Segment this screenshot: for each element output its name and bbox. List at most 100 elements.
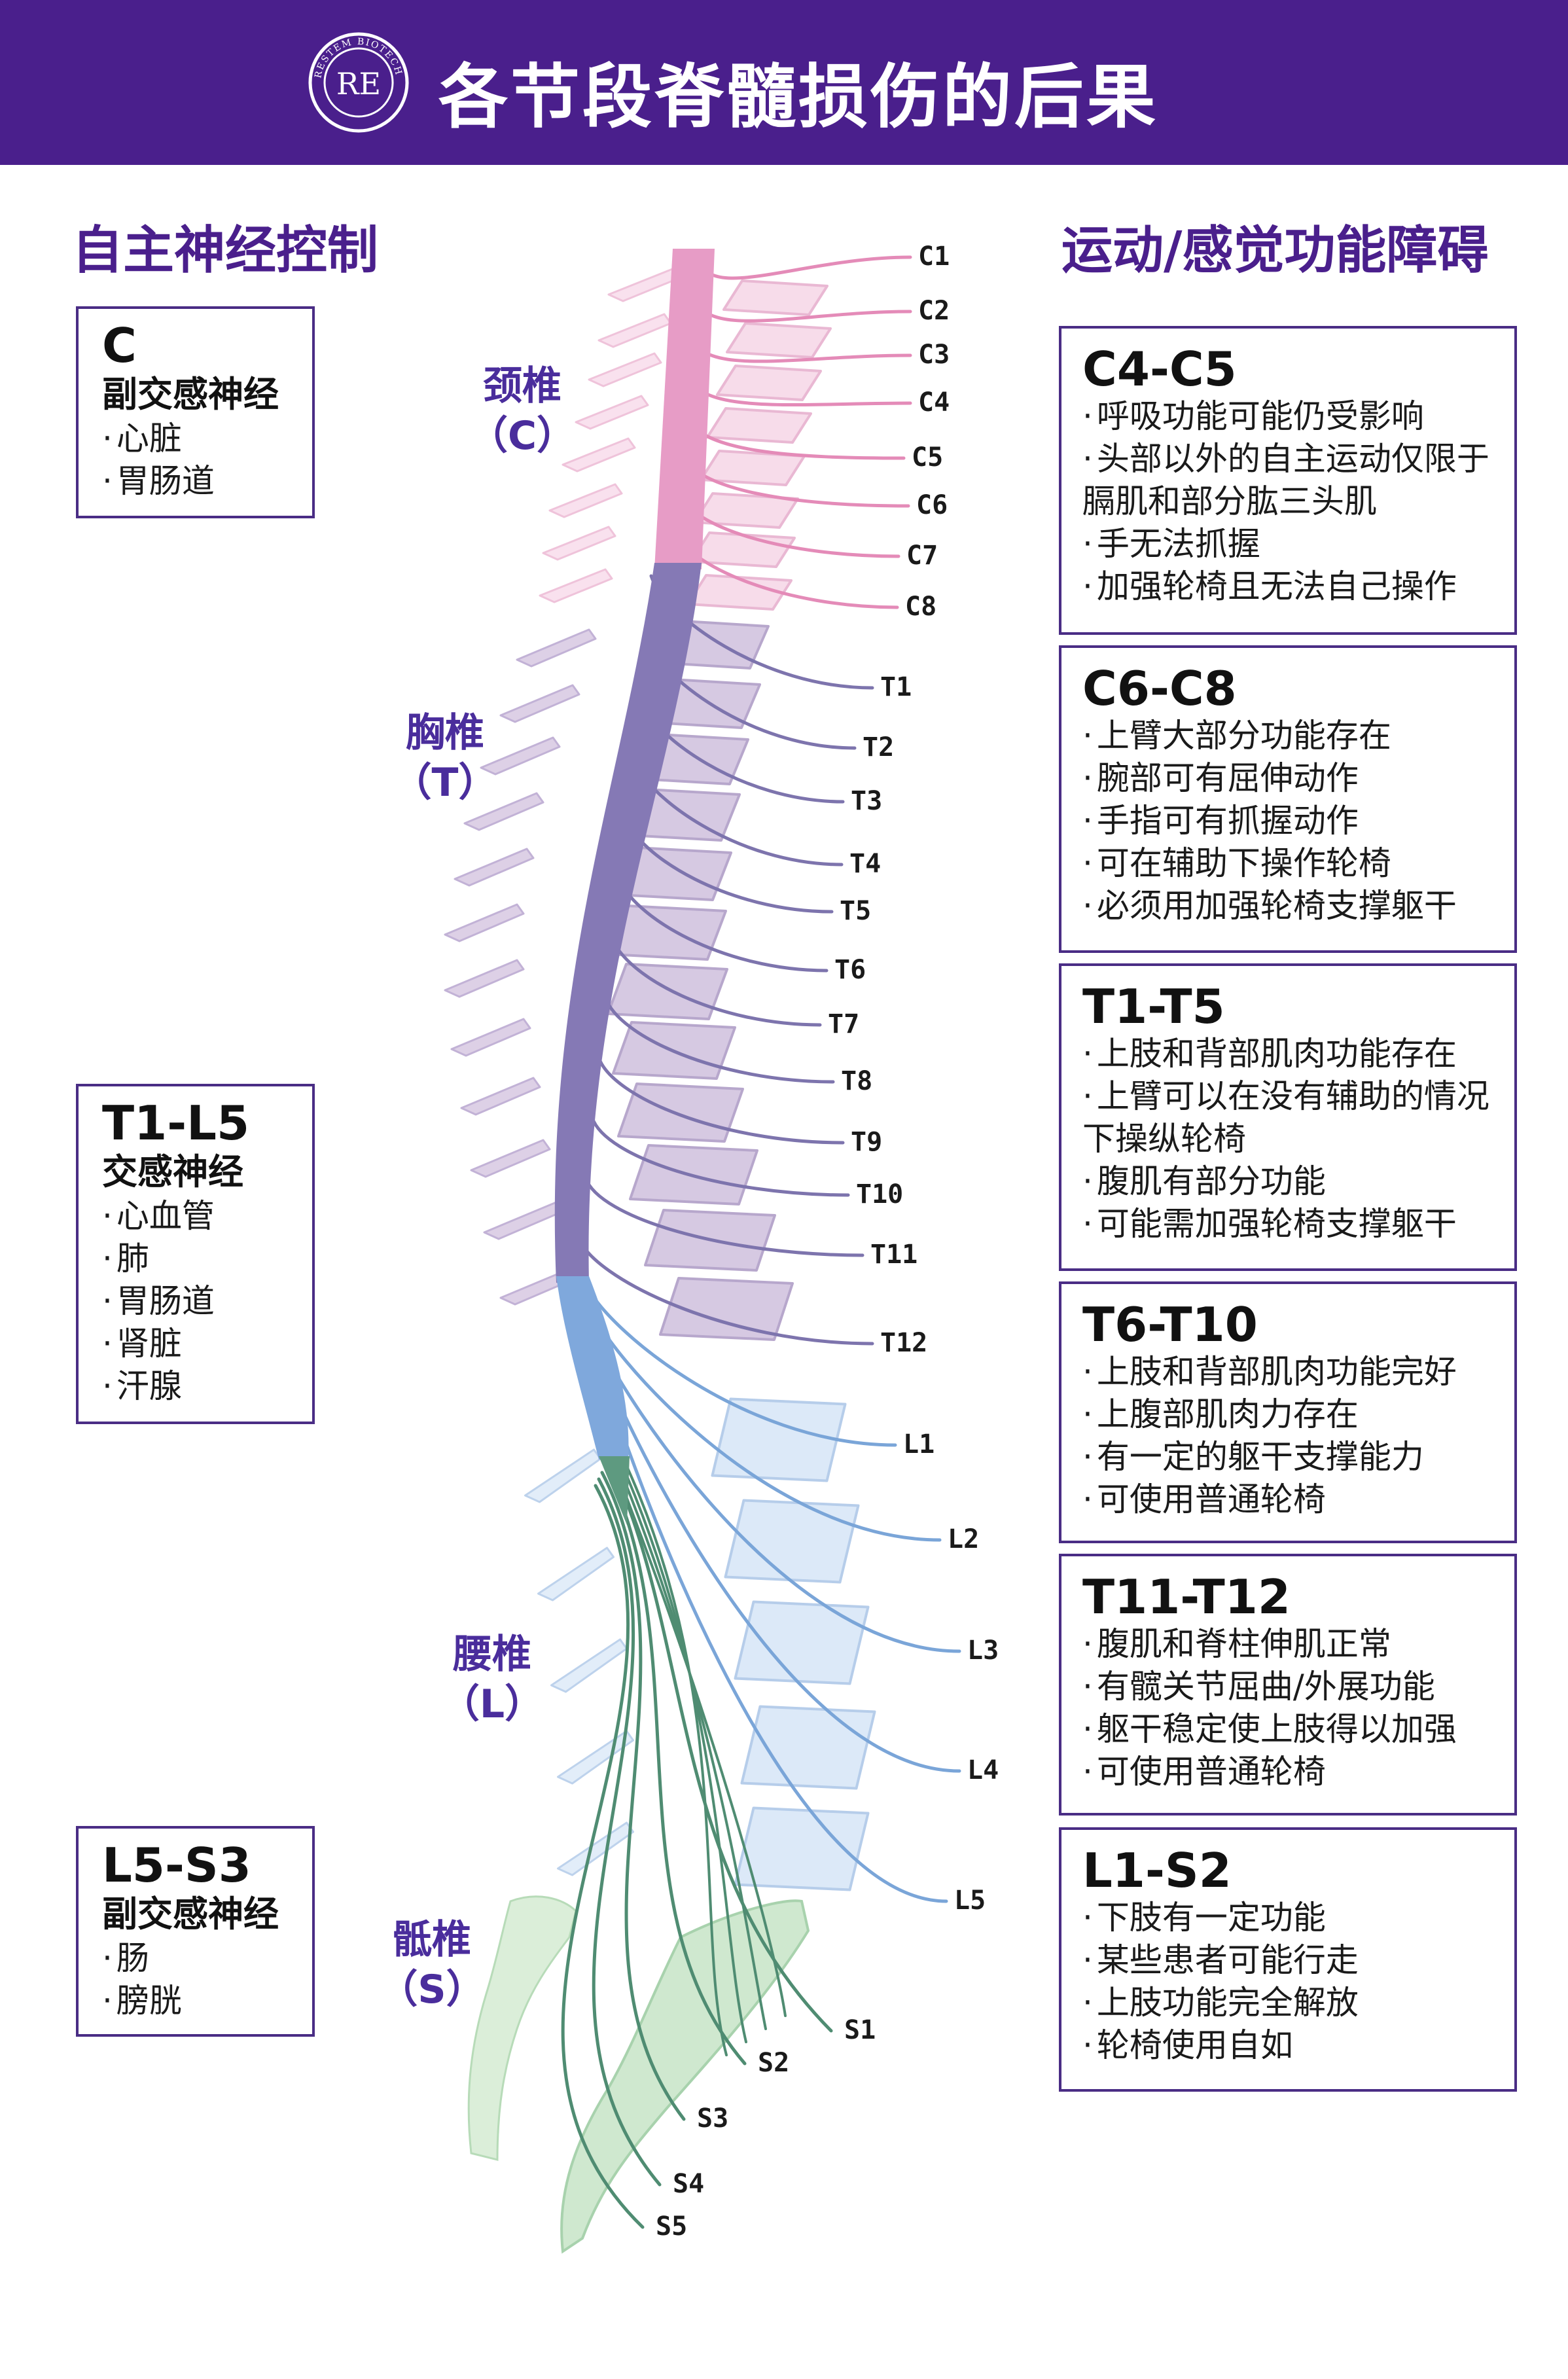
- nerve-label-l5: L5: [954, 1886, 986, 1916]
- nerve-label-t8: T8: [841, 1066, 872, 1096]
- spinal-cord-group: [554, 249, 715, 1525]
- list-item: 下肢有一定功能: [1082, 1897, 1500, 1939]
- nerve-sacral: [600, 1471, 686, 2121]
- spinous-process: [607, 267, 682, 302]
- region-abbr: （L）: [440, 1681, 544, 1727]
- motor-box-t6-t10: T6-T10 上肢和背部肌肉功能完好 上腹部肌肉力存在 有一定的躯干支撑能力 可…: [1059, 1281, 1517, 1543]
- list-item: 上臂大部分功能存在: [1082, 715, 1500, 757]
- restem-logo-icon: RESTEM BIOTECH RE: [308, 32, 409, 133]
- list-item: 汗腺: [102, 1365, 296, 1408]
- list-item: 加强轮椅且无法自己操作: [1082, 565, 1500, 608]
- spinous-process: [450, 1018, 531, 1057]
- nerve-cervical: [698, 255, 912, 280]
- list-item: 上臂可以在没有辅助的情况下操纵轮椅: [1082, 1075, 1500, 1160]
- list-item: 可使用普通轮椅: [1082, 1751, 1500, 1793]
- spinous-process: [561, 437, 636, 473]
- vertebra-body: [734, 1600, 870, 1685]
- spinous-process: [588, 352, 662, 387]
- autonomic-box-l5-s3: L5-S3 副交感神经 肠 膀胱: [76, 1826, 315, 2037]
- nerve-label-c7: C7: [906, 541, 938, 571]
- nerve-label-c1: C1: [918, 241, 950, 272]
- spinous-process: [460, 1077, 541, 1116]
- page-title: 各节段脊髓损伤的后果: [438, 57, 1158, 137]
- region-label-sacral: 骶椎 （S）: [366, 1915, 497, 2014]
- nerve-label-t6: T6: [834, 955, 866, 985]
- header-bar: RESTEM BIOTECH RE 各节段脊髓损伤的后果: [0, 0, 1568, 165]
- list-item: 肠: [102, 1937, 296, 1980]
- cord-cervical: [654, 249, 715, 569]
- nerve-thoracic: [577, 1236, 874, 1346]
- cord-thoracic: [554, 563, 702, 1283]
- autonomic-box-t1-l5: T1-L5 交感神经 心血管 肺 胃肠道 肾脏 汗腺: [76, 1084, 315, 1424]
- nerve-label-t5: T5: [840, 896, 871, 926]
- vertebra-body: [700, 450, 806, 486]
- region-name: 颈椎: [483, 363, 561, 409]
- nerve-label-s1: S1: [844, 2015, 876, 2045]
- region-name: 胸椎: [406, 710, 484, 756]
- vertebra-body: [722, 279, 829, 316]
- spinous-process: [444, 959, 525, 998]
- box-heading: C4-C5: [1082, 342, 1237, 397]
- spinous-process: [548, 483, 623, 518]
- vertebra-body: [659, 1277, 794, 1341]
- box-heading: L1-S2: [1082, 1843, 1232, 1898]
- box-heading: T1-L5: [102, 1096, 250, 1151]
- nerve-label-l2: L2: [948, 1524, 979, 1554]
- list-item: 心血管: [102, 1195, 296, 1238]
- list-item: 腹肌和脊柱伸肌正常: [1082, 1623, 1500, 1666]
- list-item: 肾脏: [102, 1323, 296, 1365]
- list-item: 可能需加强轮椅支撑躯干: [1082, 1203, 1500, 1245]
- nerve-label-l4: L4: [967, 1755, 999, 1785]
- spinous-process: [537, 1547, 615, 1601]
- list-item: 躯干稳定使上肢得以加强: [1082, 1708, 1500, 1751]
- svg-text:RE: RE: [336, 66, 381, 101]
- spinous-process: [542, 526, 616, 561]
- spinous-process: [499, 684, 580, 723]
- list-item: 胃肠道: [102, 1280, 296, 1323]
- region-label-lumbar: 腰椎 （L）: [427, 1630, 558, 1729]
- region-name: 骶椎: [393, 1917, 471, 1963]
- spinous-process: [463, 792, 544, 831]
- nerve-label-c6: C6: [916, 490, 948, 520]
- nerve-sacral: [603, 1464, 747, 2066]
- nerve-label-l1: L1: [903, 1429, 935, 1459]
- vertebra-body: [734, 1806, 870, 1891]
- box-heading: T1-T5: [1082, 979, 1225, 1034]
- spinous-process: [480, 736, 561, 776]
- nerve-label-s5: S5: [656, 2211, 687, 2242]
- box-subheading: 副交感神经: [102, 1893, 279, 1935]
- nerve-sacral: [592, 1477, 662, 2187]
- vertebra-body: [607, 963, 728, 1020]
- nerve-label-s2: S2: [758, 2048, 789, 2078]
- right-section-title: 运动/感觉功能障碍: [1061, 221, 1489, 280]
- box-subheading: 交感神经: [102, 1151, 243, 1192]
- spinous-process: [557, 1821, 634, 1876]
- nerve-sacral: [561, 1484, 645, 2229]
- vertebra-body: [724, 1499, 860, 1584]
- nerve-label-t12: T12: [880, 1328, 927, 1358]
- nerve-label-s4: S4: [673, 2169, 704, 2199]
- spinous-process: [483, 1201, 564, 1240]
- region-abbr: （S）: [378, 1967, 486, 2012]
- list-item: 膀胱: [102, 1980, 296, 2022]
- nerve-label-t1: T1: [880, 672, 912, 702]
- motor-box-c4-c5: C4-C5 呼吸功能可能仍受影响 头部以外的自主运动仅限于膈肌和部分肱三头肌 手…: [1059, 326, 1517, 635]
- box-heading: C6-C8: [1082, 661, 1237, 716]
- region-label-cervical: 颈椎 （C）: [457, 361, 588, 461]
- nerve-label-c5: C5: [912, 442, 943, 473]
- autonomic-box-c: C 副交感神经 心脏 胃肠道: [76, 306, 315, 518]
- list-item: 可在辅助下操作轮椅: [1082, 842, 1500, 885]
- list-item: 手指可有抓握动作: [1082, 800, 1500, 842]
- sacrum-shape: [560, 1899, 810, 2254]
- cauda-equina-strand: [611, 1458, 787, 2017]
- nerve-label-t9: T9: [851, 1127, 882, 1157]
- vertebra-body: [617, 1082, 744, 1143]
- motor-box-t1-t5: T1-T5 上肢和背部肌肉功能存在 上臂可以在没有辅助的情况下操纵轮椅 腹肌有部…: [1059, 963, 1517, 1271]
- cauda-equina-strand: [615, 1458, 767, 2030]
- nerve-label-c2: C2: [918, 296, 950, 326]
- list-item: 腕部可有屈伸动作: [1082, 757, 1500, 800]
- nerve-label-l3: L3: [967, 1636, 999, 1666]
- spinous-process: [524, 1448, 601, 1503]
- spinous-process: [454, 848, 535, 887]
